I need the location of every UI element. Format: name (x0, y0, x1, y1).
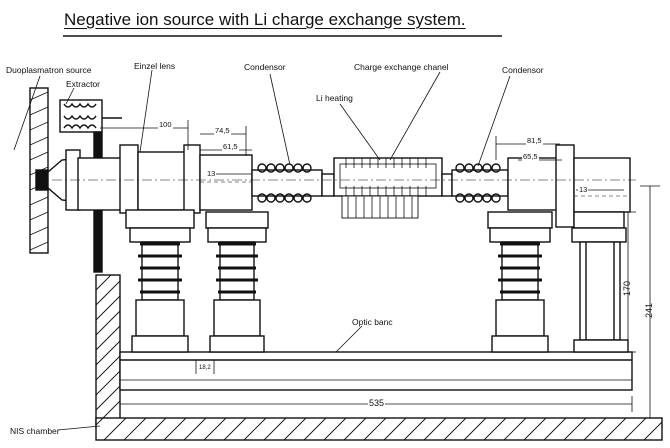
label-optic-banc: Optic banc (352, 317, 393, 327)
dimension-18-2: 18,2 (198, 365, 212, 371)
optic-banc (119, 351, 633, 391)
dimension-13-left: 13 (206, 169, 217, 178)
dimension-100: 100 (158, 120, 173, 129)
einzel-lens-body (77, 144, 253, 214)
label-duoplasmatron: Duoplasmatron source (6, 65, 92, 75)
right-lens-body (507, 144, 631, 228)
dimension-81-5: 81,5 (526, 136, 543, 145)
diagram-title: Negative ion source with Li charge excha… (64, 10, 466, 29)
label-einzel-lens: Einzel lens (134, 61, 176, 71)
charge-exchange-channel (321, 157, 453, 219)
dimension-13-right: 13 (578, 185, 589, 194)
dimension-170: 170 (622, 280, 632, 296)
label-condensor-right: Condensor (502, 65, 544, 75)
label-nis-chamber: NIS chamber (10, 426, 60, 436)
dimension-74-5: 74,5 (214, 126, 231, 135)
support-column-4 (571, 211, 629, 353)
label-charge-exchange: Charge exchange chanel (354, 62, 449, 72)
duoplasmatron-flange (29, 87, 49, 254)
dimension-535: 535 (368, 398, 386, 408)
nis-chamber-wall (95, 274, 663, 441)
label-li-heating: Li heating (316, 93, 353, 103)
support-insulator-1 (125, 209, 195, 353)
label-extractor: Extractor (66, 79, 101, 89)
dimension-65-5: 65,5 (522, 152, 539, 161)
leader-lines (13, 69, 511, 431)
condensor-left (251, 163, 323, 203)
dimension-241: 241 (644, 302, 654, 318)
support-insulator-3 (487, 211, 553, 353)
dimension-61-5: 61,5 (222, 142, 239, 151)
label-condensor-left: Condensor (244, 62, 286, 72)
condensor-right (451, 163, 509, 203)
support-insulator-2 (205, 211, 269, 353)
